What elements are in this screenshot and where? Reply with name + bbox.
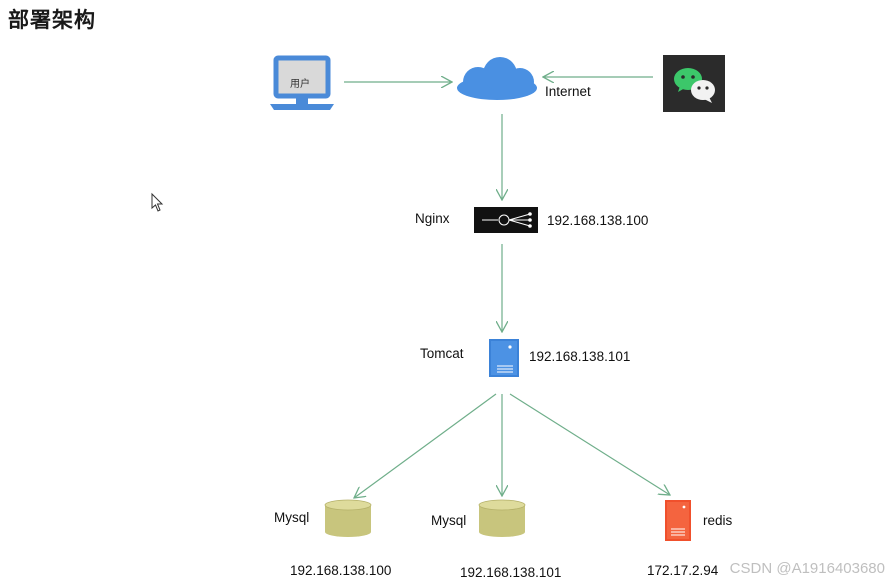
mysql1-label: Mysql — [274, 510, 310, 525]
nginx-ip: 192.168.138.100 — [547, 213, 649, 228]
nginx-label: Nginx — [415, 211, 450, 226]
redis-label: redis — [703, 513, 733, 528]
cloud-icon — [457, 57, 537, 100]
edge-tomcat-mysql1 — [354, 393, 497, 498]
tomcat-label: Tomcat — [420, 346, 464, 361]
user-label: 用户 — [290, 79, 310, 90]
tomcat-server-icon — [489, 339, 519, 377]
nginx-server-icon — [474, 207, 538, 233]
database-icon — [324, 499, 372, 537]
internet-label: Internet — [545, 84, 591, 99]
tomcat-ip: 192.168.138.101 — [529, 349, 631, 364]
redis-server-icon — [665, 500, 691, 541]
watermark: CSDN @A1916403680 — [729, 560, 885, 577]
page-title: 部署架构 — [8, 8, 96, 32]
monitor-icon — [270, 55, 334, 110]
database-icon — [478, 499, 526, 537]
mysql2-ip: 192.168.138.101 — [460, 565, 562, 580]
mouse-cursor-icon — [151, 192, 164, 212]
redis-ip: 172.17.2.94 — [647, 563, 719, 578]
mysql1-ip: 192.168.138.100 — [290, 563, 392, 578]
mysql2-label: Mysql — [431, 513, 467, 528]
wechat-icon — [663, 55, 725, 112]
edge-tomcat-redis — [509, 393, 670, 495]
